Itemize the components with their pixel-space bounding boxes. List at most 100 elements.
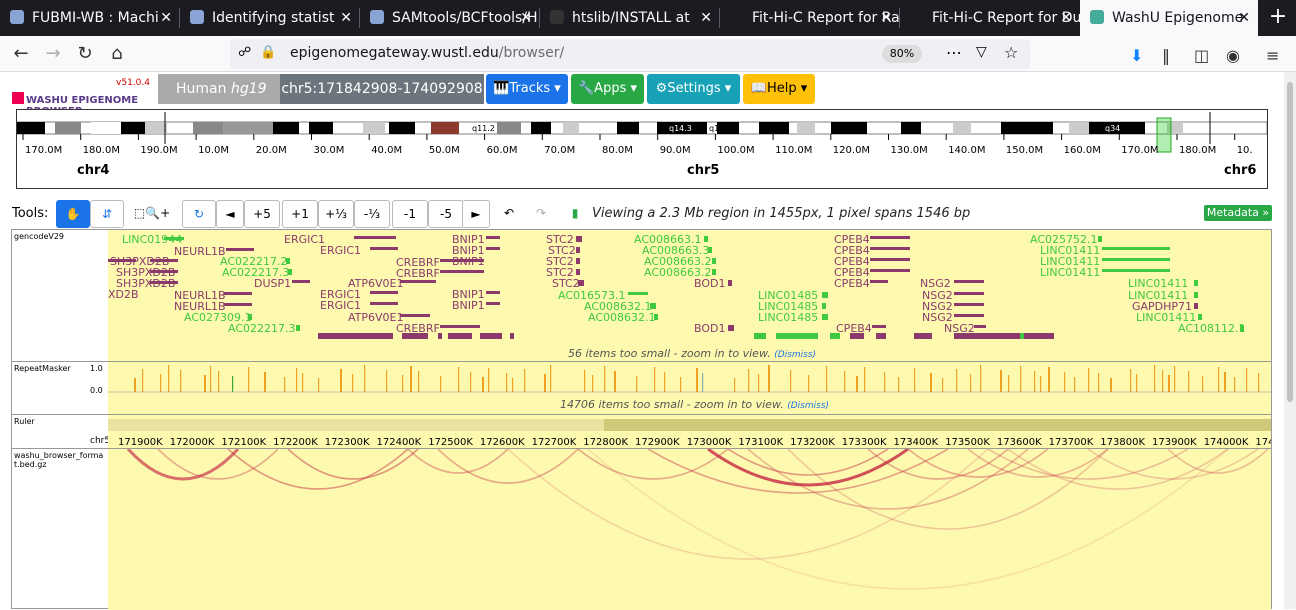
gene-label[interactable]: STC2	[546, 266, 574, 279]
refresh-tool-button[interactable]: ↻	[182, 200, 216, 228]
redo-button[interactable]: ↷	[524, 200, 558, 228]
tab-6[interactable]: Fit-Hi-C Report for Du✕	[900, 0, 1080, 36]
gene-label[interactable]: AC016573.1	[558, 289, 626, 302]
gene-label[interactable]: STC2	[552, 277, 580, 290]
zoom-level[interactable]: 80%	[882, 45, 922, 63]
gene-label[interactable]: AC025752.1	[1030, 233, 1098, 246]
gene-label[interactable]: NSG2	[922, 289, 953, 302]
url-bar[interactable]: ☍ 🔒 epigenomegateway.wustl.edu/browser/ …	[230, 39, 1030, 69]
tab-4[interactable]: htslib/INSTALL at✕	[540, 0, 720, 36]
nav-button-8[interactable]: ►	[462, 200, 490, 228]
metadata-button[interactable]: Metadata »	[1204, 205, 1272, 221]
gene-label[interactable]: LINC01411	[1040, 255, 1101, 268]
dismiss-link[interactable]: (Dismiss)	[774, 350, 817, 360]
shield-icon[interactable]: ☍	[238, 45, 252, 60]
gene-label[interactable]: NEURL1B	[174, 289, 226, 302]
gene-label[interactable]: NSG2	[922, 300, 953, 313]
close-tab-icon[interactable]: ✕	[1238, 10, 1250, 26]
gene-label[interactable]: ERGIC1	[320, 244, 362, 257]
gene-label[interactable]: ERGIC1	[320, 299, 362, 312]
sidebar-icon[interactable]: ◫	[1194, 46, 1210, 65]
bookmark-star-icon[interactable]: ☆	[1004, 43, 1019, 62]
gene-label[interactable]: LINC01485	[758, 300, 819, 313]
drag-tool-button[interactable]: ✋	[56, 200, 90, 228]
gene-label[interactable]: CPEB4	[834, 233, 870, 246]
gene-label[interactable]: LINC01411	[1128, 289, 1189, 302]
nav-button-5[interactable]: -⅓	[354, 200, 390, 228]
gene-label[interactable]: BOD1	[694, 322, 726, 335]
close-tab-icon[interactable]: ✕	[700, 10, 712, 26]
gene-label[interactable]: AC022217.2	[220, 255, 288, 268]
washu-logo[interactable]: v51.0.4 WASHU EPIGENOME BROWSER	[12, 78, 158, 117]
gene-label[interactable]: BNIP1	[452, 288, 485, 301]
gene-label[interactable]: AC022217.3	[228, 322, 296, 335]
tab-1[interactable]: FUBMI-WB : Machi✕	[0, 0, 180, 36]
gene-label[interactable]: BOD1	[694, 277, 726, 290]
scrollbar-thumb[interactable]	[1287, 82, 1293, 402]
gene-label[interactable]: NEURL1B	[174, 300, 226, 313]
gene-label[interactable]: STC2	[548, 244, 576, 257]
gene-label[interactable]: LINC01944	[122, 233, 183, 246]
close-tab-icon[interactable]: ✕	[520, 10, 532, 26]
tab-5[interactable]: Fit-Hi-C Report for Ra✕	[720, 0, 900, 36]
gene-label[interactable]: BNIP1	[452, 244, 485, 257]
interaction-track[interactable]: washu_browser_format.bed.gz	[12, 449, 1271, 610]
gene-label[interactable]: LINC01485	[758, 311, 819, 324]
gene-label[interactable]: GAPDHP71	[1132, 300, 1193, 313]
apps-menu-button[interactable]: 🔧Apps ▾	[571, 74, 644, 104]
gene-label[interactable]: LINC01485	[758, 289, 819, 302]
reload-icon[interactable]: ↻	[77, 43, 93, 64]
gene-label[interactable]: SH3PXD2B	[116, 277, 176, 290]
gene-label[interactable]: AC008663.1	[634, 233, 702, 246]
gene-label[interactable]: LINC01411	[1040, 266, 1101, 279]
gene-label[interactable]: LINC01411	[1136, 311, 1197, 324]
more-actions-icon[interactable]: ⋯	[946, 43, 962, 62]
dismiss-link[interactable]: (Dismiss)	[787, 401, 830, 411]
gene-label[interactable]: NSG2	[944, 322, 975, 335]
gene-label[interactable]: CPEB4	[834, 255, 870, 268]
gene-label[interactable]: BNIP1	[452, 299, 485, 312]
settings-menu-button[interactable]: ⚙Settings ▾	[647, 74, 740, 104]
gene-label[interactable]: STC2	[546, 255, 574, 268]
gene-label[interactable]: LINC01411	[1040, 244, 1101, 257]
download-icon[interactable]: ⬇	[1130, 46, 1144, 65]
back-icon[interactable]: ←	[13, 43, 29, 64]
gene-label[interactable]: SH3PXD2B	[116, 266, 176, 279]
gene-label[interactable]: STC2	[546, 233, 574, 246]
gene-label[interactable]: NEURL1B	[174, 245, 226, 258]
gene-label[interactable]: SH3PXD2B	[110, 255, 170, 268]
repeat-track-body[interactable]: 14706 items too small - zoom in to view.…	[108, 362, 1271, 414]
region-select-tool-button[interactable]: ⬚🔍+	[124, 200, 180, 228]
new-tab-button[interactable]: +	[1268, 4, 1288, 29]
gene-label[interactable]: ATP6V0E1	[348, 277, 404, 290]
tracks-menu-button[interactable]: 🎹Tracks ▾	[486, 74, 568, 104]
repeatmasker-track[interactable]: RepeatMasker 1.0 0.0 14706 items too sma…	[12, 362, 1271, 415]
gene-label[interactable]: BNIP1	[452, 233, 485, 246]
nav-button-7[interactable]: -5	[428, 200, 464, 228]
close-tab-icon[interactable]: ✕	[880, 10, 892, 26]
history-book-icon[interactable]: ▮	[558, 200, 592, 228]
gene-label[interactable]: DUSP1	[254, 277, 292, 290]
home-icon[interactable]: ⌂	[111, 43, 123, 64]
gene-label[interactable]: BNIP1	[452, 255, 485, 268]
gene-label[interactable]: ATP6V0E1	[348, 311, 404, 324]
nav-button-3[interactable]: +1	[282, 200, 318, 228]
gene-label[interactable]: CPEB4	[834, 266, 870, 279]
gene-label[interactable]: LINC01411	[1128, 277, 1189, 290]
close-tab-icon[interactable]: ✕	[160, 10, 172, 26]
gene-label[interactable]: NSG2	[920, 277, 951, 290]
account-icon[interactable]: ◉	[1226, 46, 1240, 65]
gene-label[interactable]: AC008632.1	[588, 311, 656, 324]
forward-icon[interactable]: →	[45, 43, 61, 64]
tab-2[interactable]: Identifying statist✕	[180, 0, 360, 36]
gene-label[interactable]: ERGIC1	[284, 233, 326, 246]
gene-label[interactable]: CPEB4	[834, 244, 870, 257]
gene-label[interactable]: AC008632.1	[584, 300, 652, 313]
tab-7[interactable]: WashU Epigenome✕	[1080, 0, 1258, 36]
help-menu-button[interactable]: 📖Help ▾	[743, 74, 815, 104]
